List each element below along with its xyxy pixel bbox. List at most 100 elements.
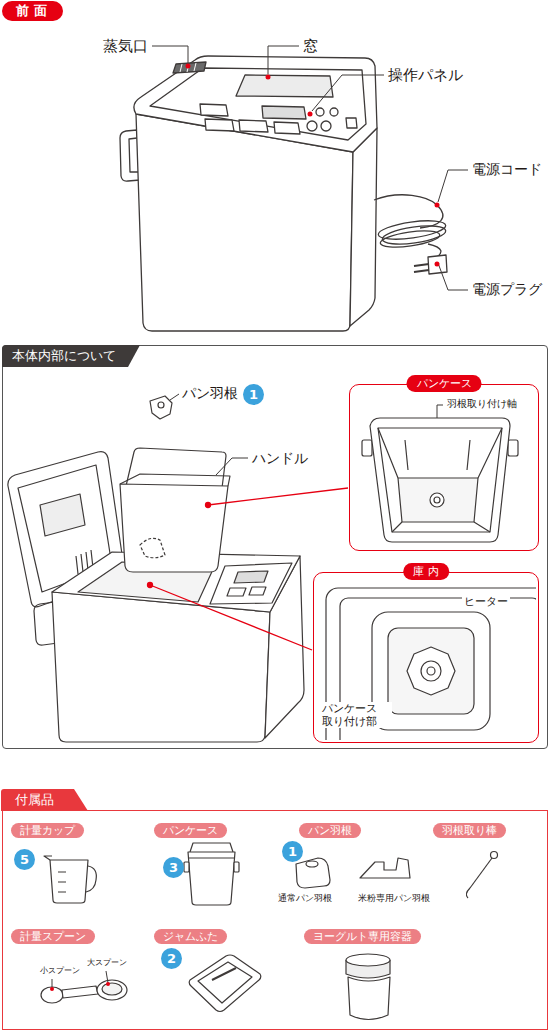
bread-machine-front — [262, 106, 306, 119]
pan-case-detail — [398, 478, 478, 522]
accessory-drawings — [58, 872, 66, 892]
accessory-drawings — [234, 862, 239, 872]
accessory-drawings — [44, 856, 52, 860]
part-label: 電源プラグ — [472, 281, 542, 298]
leader-dot — [435, 203, 440, 208]
leader-dot — [50, 982, 110, 991]
part-label: 操作パネル — [388, 66, 463, 84]
detail-link-line — [148, 488, 349, 650]
pan-case-detail — [378, 428, 502, 532]
leader-line — [312, 75, 384, 111]
section-tab: 本体内部について — [2, 345, 140, 367]
bread-machine-open — [52, 592, 270, 742]
accessory-drawings — [190, 843, 233, 852]
bread-machine-front — [200, 104, 228, 116]
pan-case-detail — [405, 440, 470, 470]
bread-machine-front — [381, 223, 447, 248]
bread-machine-open — [126, 448, 226, 488]
pan-case-detail — [370, 418, 510, 542]
node-text: パンケース — [417, 377, 472, 390]
accessory-drawings — [189, 955, 261, 1012]
item-pill: 計量カップ — [11, 823, 84, 838]
part-label: 窓 — [303, 37, 318, 55]
bread-machine-front — [330, 108, 338, 116]
node-text: 付属品 — [15, 792, 54, 807]
item-sub-label: 通常パン羽根 — [278, 893, 332, 904]
leader-dot — [106, 982, 110, 986]
bread-machine-front — [205, 119, 234, 131]
bread-machine-open — [120, 474, 230, 486]
bread-machine-open — [234, 571, 268, 583]
item-pill: 計量スプーン — [11, 929, 95, 944]
leader-dot — [266, 75, 271, 80]
accessory-drawings — [296, 858, 330, 888]
leader-line — [152, 46, 188, 63]
oven-interior-detail — [421, 661, 441, 681]
bread-machine-open — [40, 494, 85, 536]
accessory-drawings — [102, 983, 122, 995]
leader-dot — [50, 987, 54, 991]
leader-line — [216, 458, 248, 475]
pan-case-detail — [434, 497, 440, 503]
node-text: 計量カップ — [20, 824, 75, 837]
callout-number: 1 — [243, 384, 264, 405]
panel-title-pill: パンケース — [407, 375, 482, 392]
leader-dot — [186, 64, 191, 69]
section-heading-pill: 前 面 — [2, 1, 63, 21]
detail-link-line — [150, 585, 312, 650]
item-pill: パンケース — [154, 823, 227, 838]
node-text: ジャムふた — [163, 930, 218, 943]
pan-case-detail — [362, 418, 518, 542]
node-text: ヨーグルト専用容器 — [313, 930, 412, 943]
part-label: 蒸気口 — [103, 37, 148, 55]
accessory-drawings — [346, 954, 390, 966]
bread-machine-front — [173, 62, 206, 73]
item-sub-label: 大スプーン — [87, 958, 127, 968]
bread-machine-front — [236, 75, 333, 97]
bread-machine-front — [239, 120, 268, 132]
node-text: 2 — [167, 951, 176, 966]
part-label: 羽根取り付け軸 — [447, 398, 517, 410]
pan-case-detail — [378, 428, 502, 532]
item-pill: ジャムふた — [154, 929, 227, 944]
bread-machine-front — [346, 118, 357, 128]
callout-number: 5 — [14, 849, 35, 870]
node-text: パンケース — [163, 824, 218, 837]
bread-machine-front — [150, 68, 366, 140]
part-label: ヒーター — [462, 595, 510, 608]
leader-dot — [435, 262, 440, 267]
item-pill: パン羽根 — [299, 823, 361, 838]
bread-machine-front — [307, 121, 317, 131]
item-pill: ヨーグルト専用容器 — [304, 929, 421, 944]
bread-machine-front — [414, 264, 429, 272]
accessory-drawings — [50, 860, 88, 903]
bread-machine-front — [321, 121, 331, 131]
part-label: パン羽根 — [182, 385, 238, 402]
bread-machine-open — [158, 402, 164, 408]
callout-number: 1 — [282, 841, 303, 862]
bread-machine-open — [120, 484, 228, 572]
bread-machine-front — [180, 63, 196, 72]
leader-line — [438, 170, 468, 202]
leader-line — [170, 394, 179, 400]
node-text: 5 — [20, 852, 29, 867]
bread-machine-front — [350, 128, 377, 326]
part-label: パンケース 取り付け部 — [320, 702, 392, 728]
accessory-drawings — [184, 862, 189, 872]
accessory-drawings — [306, 861, 318, 867]
item-sub-label: 米粉専用パン羽根 — [358, 893, 430, 904]
node-text: 1 — [288, 844, 297, 859]
node-text: 羽根取り棒 — [442, 824, 497, 837]
leader-line — [106, 971, 108, 983]
panel-title-pill: 庫 内 — [403, 563, 449, 580]
bread-machine-front — [274, 122, 300, 134]
accessory-box: 付属品計量カップパンケースパン羽根羽根取り棒531計量スプーンジャムふたヨーグル… — [2, 810, 548, 1030]
detail-link-line — [206, 503, 211, 508]
bread-machine-open — [8, 396, 304, 742]
item-pill: 羽根取り棒 — [433, 823, 506, 838]
bread-machine-open — [150, 396, 172, 419]
bread-machine-open — [227, 587, 266, 596]
